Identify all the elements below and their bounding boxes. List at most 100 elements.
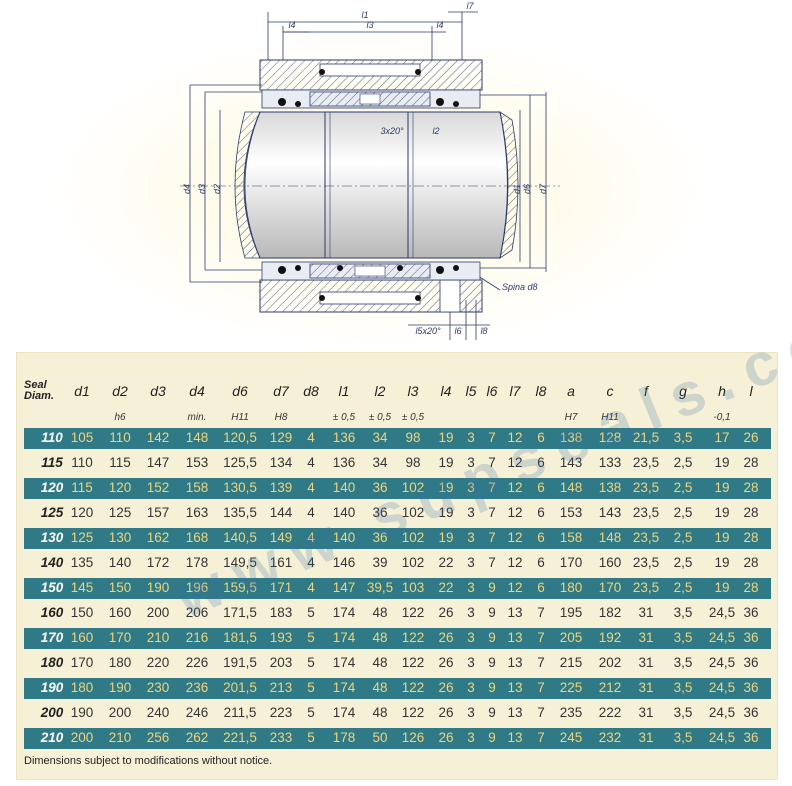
table-cell: 5 [307, 680, 315, 695]
table-cell: 98 [405, 430, 421, 445]
table-cell: 128 [598, 430, 622, 445]
table-cell: 3,5 [673, 630, 693, 645]
drawing-label-d2: d2 [212, 184, 222, 194]
column-unit-9: ± 0,5 [368, 412, 392, 423]
table-cell: 48 [372, 705, 388, 720]
table-cell: 180 [108, 655, 132, 670]
table-cell: 2,5 [673, 530, 693, 545]
table-cell: 26 [743, 430, 759, 445]
table-cell: 5 [307, 730, 315, 745]
table-cell: 149 [269, 530, 293, 545]
table-cell: 148 [185, 430, 209, 445]
table-cell: 160 [108, 605, 132, 620]
table-cell: 158 [185, 480, 209, 495]
seal-diameter-cell: 180 [40, 655, 64, 670]
drawing-label-spina: Spina d8 [502, 282, 538, 292]
table-cell: 174 [332, 605, 356, 620]
table-cell: 6 [537, 580, 545, 595]
table-cell: 150 [108, 580, 132, 595]
table-cell: 3,5 [673, 705, 693, 720]
table-cell: 200 [146, 605, 170, 620]
table-cell: 135 [70, 555, 94, 570]
table-cell: 28 [743, 555, 759, 570]
table-cell: 147 [146, 455, 170, 470]
table-cell: 170 [70, 655, 94, 670]
table-cell: 21,5 [632, 430, 660, 445]
table-cell: 2,5 [673, 505, 693, 520]
table-cell: 122 [401, 630, 425, 645]
table-cell: 3 [467, 430, 475, 445]
table-cell: 12 [507, 430, 523, 445]
table-cell: 48 [372, 655, 388, 670]
table-cell: 125 [108, 505, 132, 520]
table-cell: 172 [146, 555, 170, 570]
table-cell: 193 [269, 630, 293, 645]
table-cell: 174 [332, 630, 356, 645]
drawing-label-l6: l6 [454, 326, 461, 336]
table-cell: 206 [185, 605, 209, 620]
table-cell: 196 [185, 580, 209, 595]
table-cell: 226 [185, 655, 209, 670]
table-cell: 36 [372, 530, 388, 545]
table-cell: 138 [598, 480, 622, 495]
table-cell: 9 [488, 630, 496, 645]
table-cell: 3 [467, 555, 475, 570]
table-cell: 183 [269, 605, 293, 620]
table-cell: 174 [332, 655, 356, 670]
column-header-21: l [749, 383, 753, 399]
table-cell: 13 [507, 680, 523, 695]
table-cell: 6 [537, 455, 545, 470]
table-cell: 213 [269, 680, 293, 695]
table-cell: 102 [401, 505, 425, 520]
table-cell: 191,5 [223, 655, 257, 670]
column-header-20: h [718, 383, 726, 399]
table-cell: 3,5 [673, 655, 693, 670]
table-cell: 19 [438, 530, 454, 545]
table-cell: 115 [109, 455, 131, 470]
table-cell: 9 [488, 580, 496, 595]
table-cell: 19 [714, 480, 730, 495]
table-cell: 236 [185, 680, 209, 695]
table-cell: 9 [488, 730, 496, 745]
table-cell: 36 [743, 730, 759, 745]
table-cell: 23,5 [632, 480, 660, 495]
table-cell: 26 [438, 730, 454, 745]
table-cell: 23,5 [632, 530, 660, 545]
table-cell: 3 [467, 630, 475, 645]
table-cell: 22 [438, 555, 454, 570]
table-cell: 136 [332, 430, 356, 445]
table-cell: 26 [438, 605, 454, 620]
column-header-10: l3 [407, 383, 419, 399]
table-cell: 24,5 [708, 630, 736, 645]
drawing-label-3x20: 3x20° [380, 126, 404, 136]
table-cell: 230 [146, 680, 170, 695]
table-cell: 190 [108, 680, 132, 695]
table-cell: 36 [372, 505, 388, 520]
drawing-label-l7: l7 [466, 1, 474, 11]
table-cell: 4 [307, 555, 315, 570]
table-cell: 190 [146, 580, 170, 595]
table-cell: 140 [332, 480, 356, 495]
column-unit-4: min. [187, 412, 207, 423]
table-cell: 7 [537, 705, 545, 720]
table-cell: 13 [507, 630, 523, 645]
table-cell: 36 [743, 630, 759, 645]
table-cell: 160 [598, 555, 622, 570]
table-cell: 159,5 [223, 580, 257, 595]
table-cell: 24,5 [708, 605, 736, 620]
seal-diameter-cell: 160 [40, 605, 64, 620]
drawing-label-d6: d6 [522, 184, 532, 194]
column-unit-8: ± 0,5 [332, 412, 356, 423]
column-unit-20: -0,1 [713, 412, 731, 423]
table-cell: 182 [598, 605, 622, 620]
table-cell: 3 [467, 455, 475, 470]
table-cell: 9 [488, 705, 496, 720]
column-header-15: l8 [535, 383, 547, 399]
table-cell: 130,5 [223, 480, 257, 495]
